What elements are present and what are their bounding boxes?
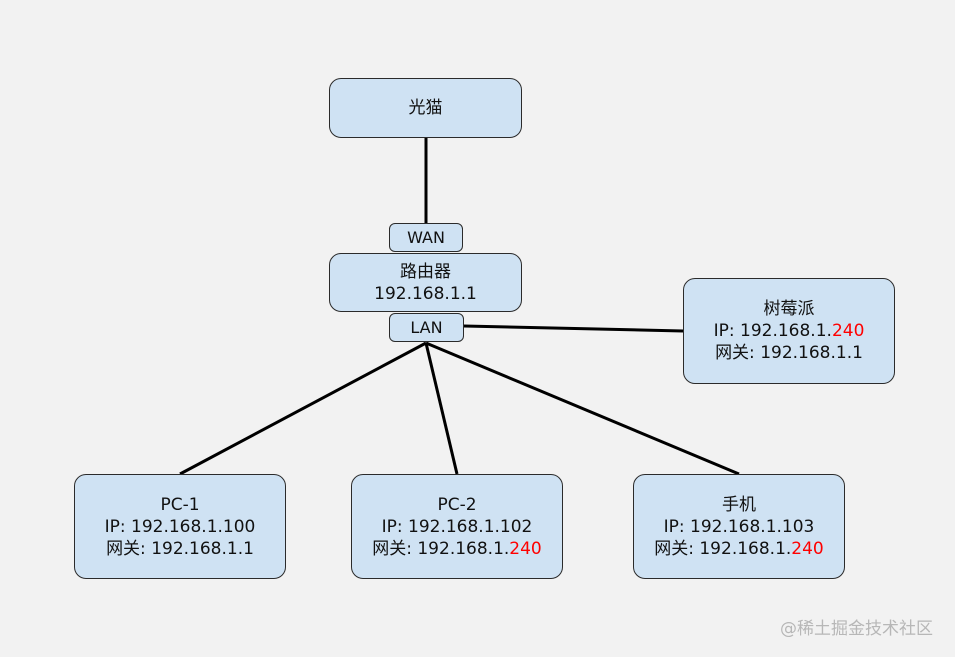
wan-port: WAN: [389, 223, 463, 252]
pc2-gateway-suffix: 240: [509, 538, 542, 559]
pc1-node: PC-1 IP: 192.168.1.100 网关: 192.168.1.1: [74, 474, 286, 579]
pc2-node: PC-2 IP: 192.168.1.102 网关: 192.168.1.240: [351, 474, 563, 579]
pc1-label: PC-1: [160, 494, 200, 515]
pc1-ip: IP: 192.168.1.100: [104, 516, 256, 537]
raspberry-pi-ip-suffix: 240: [831, 321, 865, 341]
lan-port: LAN: [389, 313, 464, 342]
raspberry-pi-ip: IP: 192.168.1.240: [714, 320, 865, 342]
raspberry-pi-ip-prefix: IP: 192.168.1.: [713, 321, 832, 341]
modem-label: 光猫: [408, 98, 443, 118]
router-node: 路由器 192.168.1.1: [329, 253, 522, 312]
phone-gateway-suffix: 240: [791, 538, 824, 559]
raspberry-pi-node: 树莓派 IP: 192.168.1.240 网关: 192.168.1.1: [683, 278, 895, 384]
modem-node: 光猫: [329, 78, 522, 138]
edge-lan-raspberry-pi: [463, 324, 684, 333]
edge-lan-pc1: [179, 341, 427, 476]
pc2-gateway-prefix: 网关: 192.168.1.: [372, 538, 510, 559]
phone-gateway: 网关: 192.168.1.240: [654, 538, 824, 560]
phone-node: 手机 IP: 192.168.1.103 网关: 192.168.1.240: [633, 474, 845, 579]
phone-ip: IP: 192.168.1.103: [663, 516, 815, 537]
pc1-gateway: 网关: 192.168.1.1: [106, 538, 254, 559]
lan-port-label: LAN: [410, 317, 443, 337]
router-ip: 192.168.1.1: [374, 283, 477, 304]
raspberry-pi-gateway: 网关: 192.168.1.1: [715, 343, 863, 363]
pc2-ip: IP: 192.168.1.102: [381, 516, 533, 537]
phone-label: 手机: [722, 494, 756, 515]
raspberry-pi-label: 树莓派: [763, 299, 815, 319]
phone-gateway-prefix: 网关: 192.168.1.: [654, 538, 792, 559]
wan-port-label: WAN: [407, 227, 445, 247]
pc2-label: PC-2: [437, 494, 477, 515]
edge-lan-phone: [425, 341, 740, 476]
edge-lan-pc2: [424, 342, 459, 475]
pc2-gateway: 网关: 192.168.1.240: [372, 538, 542, 560]
router-label: 路由器: [400, 261, 451, 282]
watermark: @稀土掘金技术社区: [780, 619, 933, 639]
